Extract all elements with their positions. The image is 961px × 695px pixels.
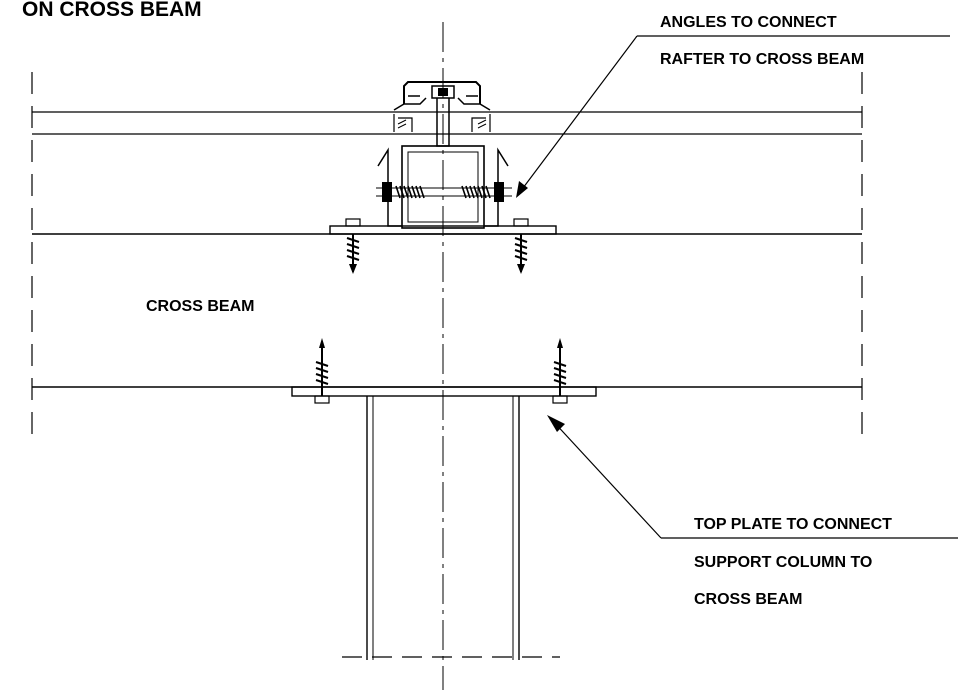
- screw-right-upper: [513, 218, 529, 274]
- rafter: [32, 111, 862, 135]
- cross-beam-label: CROSS BEAM: [146, 298, 254, 315]
- top-plate-callout-line3: CROSS BEAM: [694, 591, 802, 608]
- screw-left-lower: [314, 338, 330, 404]
- leader-top-plate: [547, 415, 958, 539]
- angles-callout-line2: RAFTER TO CROSS BEAM: [660, 51, 864, 68]
- top-plate: [291, 386, 597, 397]
- leader-angles: [516, 35, 950, 198]
- break-lines: [31, 72, 863, 445]
- screw-left-upper: [345, 218, 361, 274]
- detail-title: ON CROSS BEAM: [22, 0, 202, 21]
- through-bolt: [376, 182, 512, 202]
- rafter-clamp: [393, 81, 491, 147]
- angles-callout-line1: ANGLES TO CONNECT: [660, 14, 837, 31]
- top-plate-callout-line1: TOP PLATE TO CONNECT: [694, 516, 892, 533]
- screw-right-lower: [552, 338, 568, 404]
- support-column: [342, 396, 560, 660]
- top-plate-callout-line2: SUPPORT COLUMN TO: [694, 554, 872, 571]
